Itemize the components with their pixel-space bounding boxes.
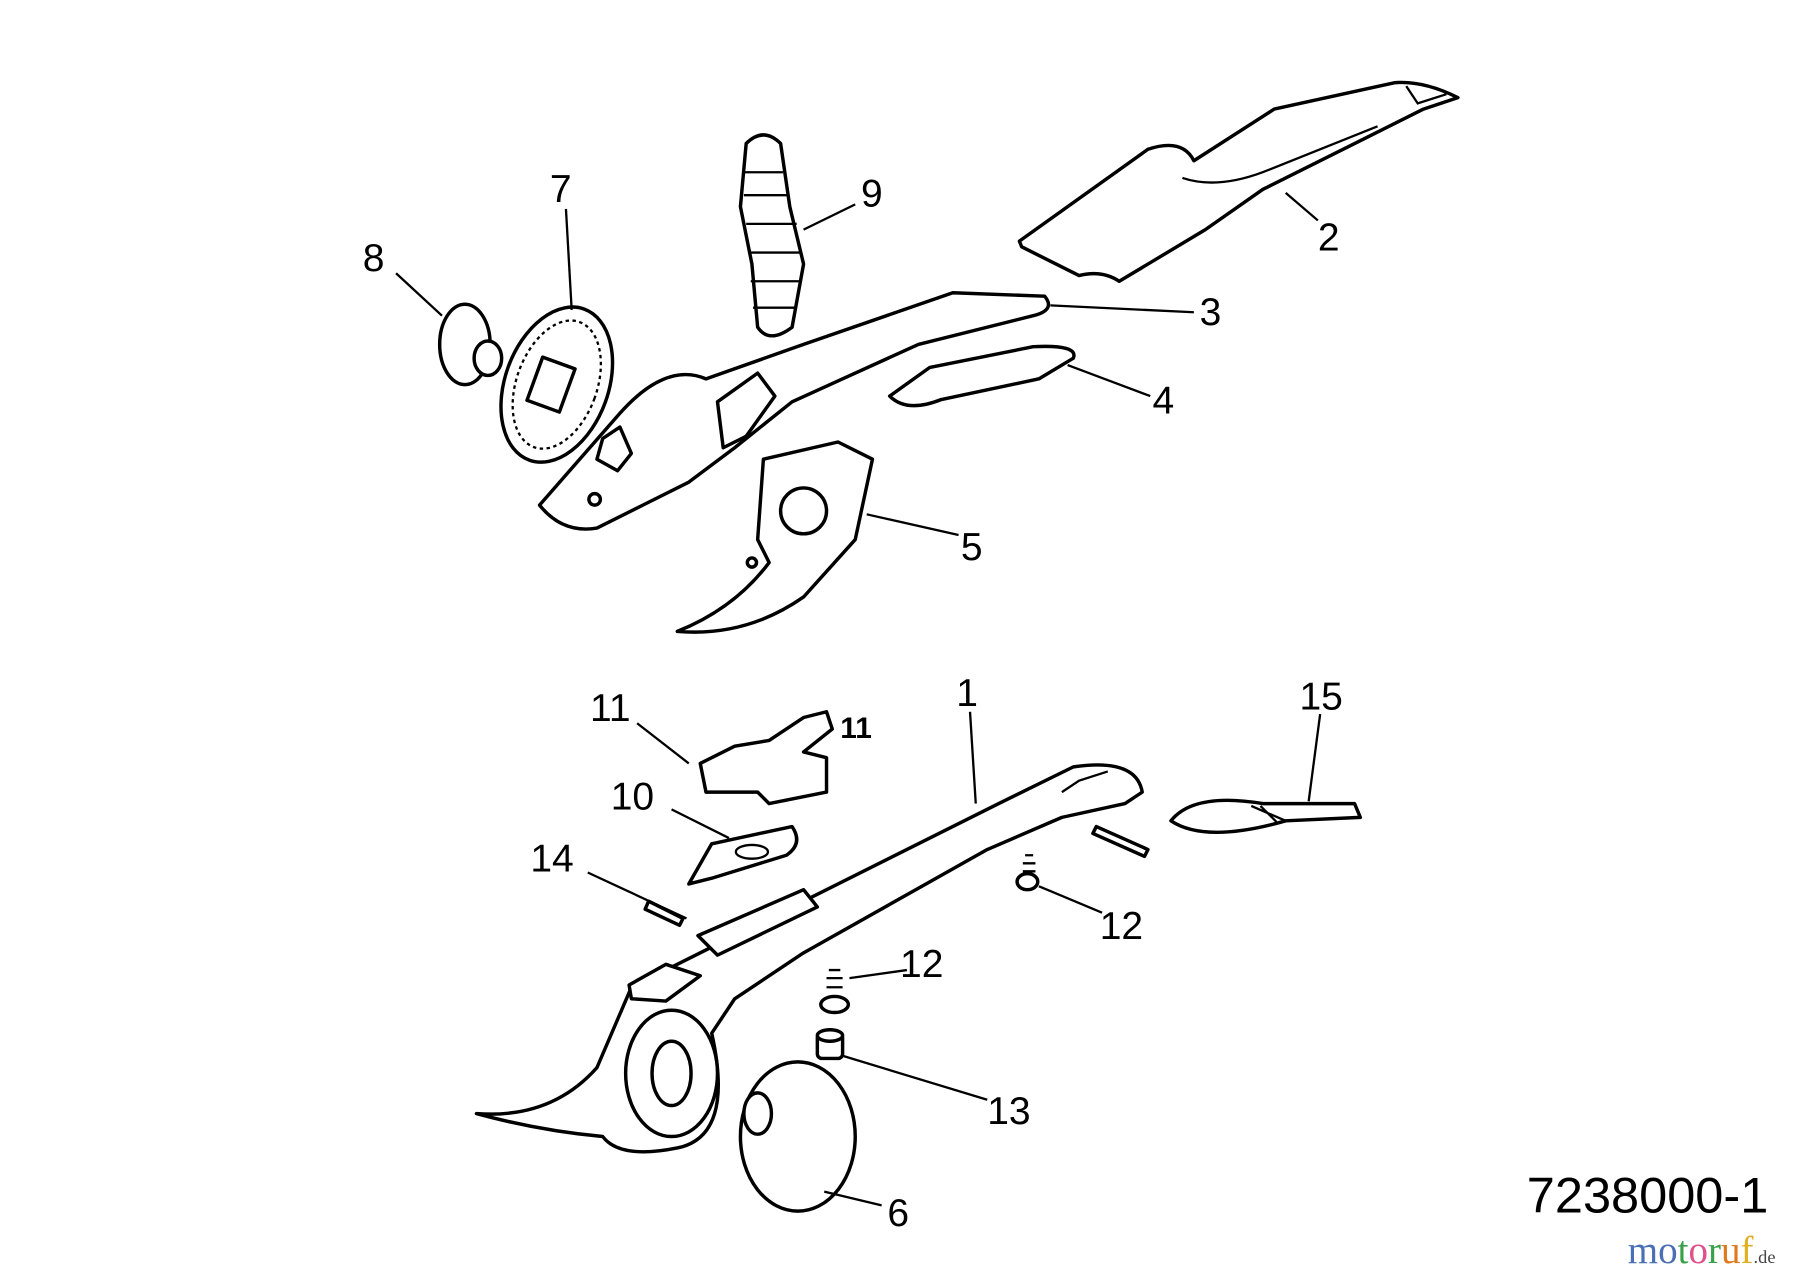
callout-7: 7	[550, 168, 572, 211]
part-8-nut	[437, 302, 504, 387]
callout-9: 9	[861, 173, 883, 216]
part-4-pad	[887, 344, 1076, 408]
callout-13: 13	[987, 1090, 1030, 1133]
callout-6: 6	[887, 1192, 909, 1235]
part-6-cap	[738, 1060, 857, 1213]
part-number: 7238000-1	[1527, 1166, 1769, 1223]
part-2-upper-handle	[1017, 80, 1460, 284]
part-5-blade	[675, 440, 875, 634]
callout-5: 5	[961, 526, 983, 569]
part-3-upper-blade	[537, 291, 1051, 531]
callout-1: 1	[956, 672, 978, 715]
part-7-ratchet-disc	[499, 305, 615, 464]
callout-11-inline: 11	[840, 712, 872, 745]
callout-12-lower: 12	[900, 943, 943, 986]
callout-3: 3	[1200, 291, 1222, 334]
part-12-screw-upper	[1015, 854, 1040, 892]
part-9-spring	[738, 133, 806, 338]
callout-14: 14	[530, 837, 573, 880]
callout-8: 8	[363, 237, 385, 280]
part-12-screw-lower	[819, 968, 851, 1015]
part-1-lower-handle	[474, 763, 1144, 1154]
part-10-plate	[687, 824, 799, 886]
part-13-nut	[815, 1028, 845, 1061]
pin	[1091, 824, 1150, 859]
callout-12-upper: 12	[1100, 905, 1143, 948]
callout-2: 2	[1318, 216, 1340, 259]
callout-11: 11	[590, 687, 631, 730]
part-11-clip	[698, 710, 834, 806]
callout-10: 10	[611, 775, 654, 818]
part-15-strap	[1169, 798, 1363, 835]
watermark-logo: motoruf.de	[1628, 1229, 1776, 1272]
callout-4: 4	[1153, 379, 1175, 422]
watermark-logo-suffix: .de	[1754, 1247, 1776, 1267]
callout-15: 15	[1299, 675, 1342, 718]
leader-lines	[395, 192, 1322, 1207]
